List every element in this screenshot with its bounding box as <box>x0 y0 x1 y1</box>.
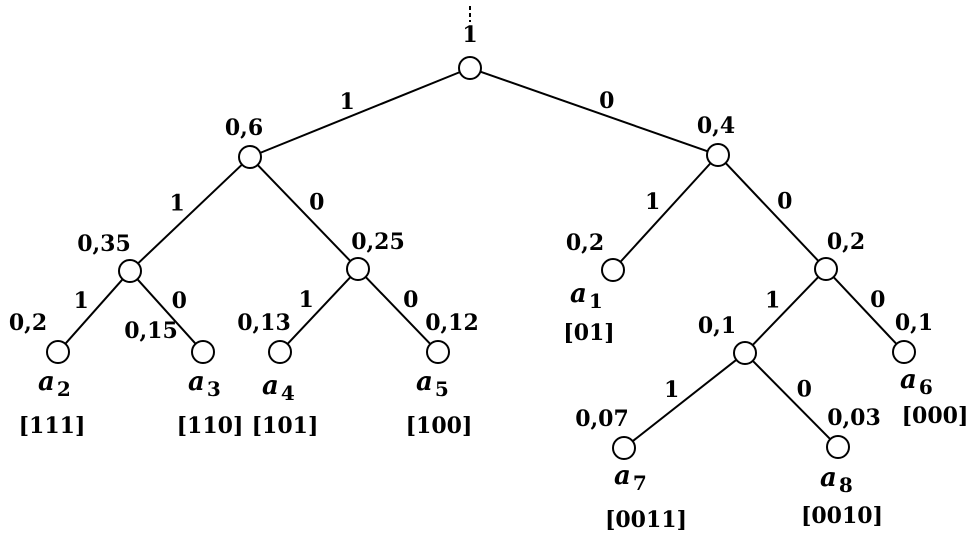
edge-n00-n001 <box>751 276 820 346</box>
edge-n1-n10 <box>256 164 352 262</box>
edge-bit-label: 1 <box>765 287 780 313</box>
node-probability: 0,2 <box>9 310 47 336</box>
leaf-code-a7: [0011] <box>605 507 687 533</box>
tree-node-a3 <box>191 340 215 364</box>
symbol-letter: a <box>900 365 917 395</box>
edge-bit-label: 0 <box>870 287 885 313</box>
tree-node-a6 <box>892 340 916 364</box>
edge-bit-label: 1 <box>299 287 314 313</box>
symbol-letter: a <box>38 367 55 397</box>
edge-bit-label: 0 <box>309 189 324 215</box>
node-probability: 0,12 <box>425 310 479 336</box>
node-probability: 0,13 <box>237 310 291 336</box>
tree-node-n0 <box>706 143 730 167</box>
tree-node-n1 <box>238 145 262 169</box>
symbol-index: 8 <box>839 473 853 497</box>
leaf-code-a4: [101] <box>252 413 319 439</box>
node-probability: 0,6 <box>225 115 263 141</box>
symbol-index: 3 <box>207 377 221 401</box>
node-probability: 0,07 <box>575 406 629 432</box>
edge-bit-label: 0 <box>599 88 614 114</box>
leaf-code-a8: [0010] <box>801 503 883 529</box>
leaf-code-a2: [111] <box>19 413 86 439</box>
edge-root-n0 <box>480 70 708 153</box>
tree-node-a4 <box>268 340 292 364</box>
leaf-code-a3: [110] <box>177 413 244 439</box>
nodes-layer <box>46 56 916 460</box>
symbol-letter: a <box>262 371 279 401</box>
node-probability: 0,35 <box>77 231 131 257</box>
symbol-index: 7 <box>633 471 647 495</box>
edge-n001-a7 <box>632 359 737 442</box>
tree-node-n11 <box>118 259 142 283</box>
node-probability: 0,1 <box>895 310 933 336</box>
edge-bit-label: 1 <box>664 377 679 403</box>
tree-node-n10 <box>346 257 370 281</box>
node-probability: 0,4 <box>697 113 735 139</box>
leaf-code-a6: [000] <box>902 403 969 429</box>
edge-n10-a4 <box>286 276 352 345</box>
tree-node-n001 <box>733 341 757 365</box>
node-probability: 0,03 <box>827 405 881 431</box>
edge-bit-label: 1 <box>170 190 185 216</box>
symbol-index: 2 <box>57 377 71 401</box>
symbol-letter: a <box>820 463 837 493</box>
tree-node-a5 <box>426 340 450 364</box>
symbol-letter: a <box>614 461 631 491</box>
node-probability: 1 <box>462 22 477 48</box>
node-probability: 0,2 <box>566 230 604 256</box>
edge-n001-a8 <box>752 360 831 440</box>
leaf-code-a1: [01] <box>563 320 614 346</box>
symbol-letter: a <box>570 279 587 309</box>
node-probability: 0,2 <box>827 229 865 255</box>
edge-root-n1 <box>259 71 461 154</box>
tree-node-n00 <box>814 257 838 281</box>
symbol-index: 4 <box>281 381 295 405</box>
edge-bit-label: 0 <box>172 288 187 314</box>
edge-n00-a6 <box>832 276 898 345</box>
tree-node-a2 <box>46 340 70 364</box>
tree-node-root <box>458 56 482 80</box>
leaf-code-a5: [100] <box>406 413 473 439</box>
edge-n10-a5 <box>364 276 432 345</box>
node-probability: 0,15 <box>124 318 178 344</box>
edge-bit-label: 0 <box>403 287 418 313</box>
edges-layer <box>64 6 898 442</box>
edge-bit-label: 1 <box>645 189 660 215</box>
edge-bit-label: 0 <box>797 376 812 402</box>
symbol-index: 1 <box>589 289 603 313</box>
edge-bit-label: 0 <box>777 188 792 214</box>
edge-bit-label: 1 <box>74 288 89 314</box>
node-probability: 0,25 <box>351 229 405 255</box>
tree-node-a7 <box>612 436 636 460</box>
node-probability: 0,1 <box>698 313 736 339</box>
edge-n11-a2 <box>64 278 124 345</box>
edge-n0-n00 <box>724 162 820 262</box>
edge-n1-n11 <box>137 163 243 265</box>
symbol-letter: a <box>188 367 205 397</box>
tree-node-a8 <box>826 435 850 459</box>
symbol-index: 5 <box>435 377 449 401</box>
edge-n0-a1 <box>619 162 712 263</box>
edge-bit-label: 1 <box>340 89 355 115</box>
symbol-index: 6 <box>919 375 933 399</box>
edge-n11-a3 <box>136 278 197 345</box>
tree-node-a1 <box>601 258 625 282</box>
symbol-letter: a <box>416 367 433 397</box>
